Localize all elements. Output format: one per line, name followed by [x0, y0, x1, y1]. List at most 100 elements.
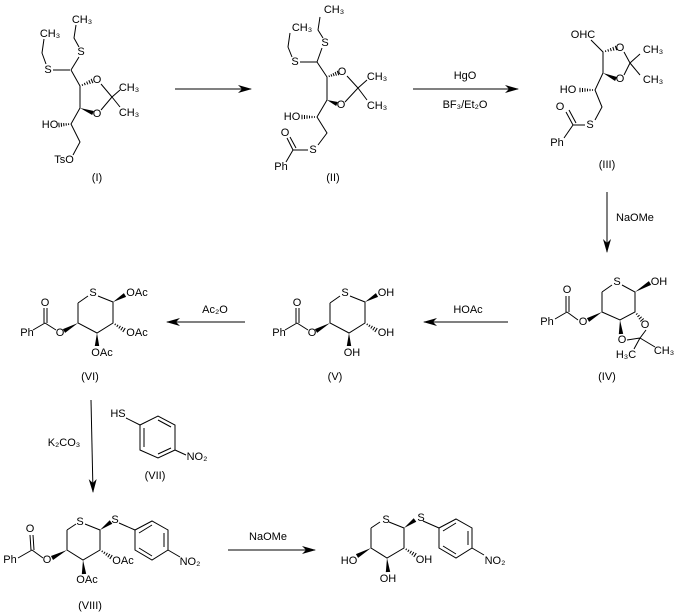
atom-label: HO: [42, 119, 59, 131]
compound-ii: CH₃ CH₃ S S O O CH₃ CH₃ HO S O Ph (II): [274, 4, 387, 184]
atom-label: O: [616, 73, 625, 85]
hashed-bond: [81, 78, 94, 86]
hash-stroke: [638, 316, 642, 320]
compound-label: (II): [326, 172, 339, 184]
compound-iii: OHC O O CH₃ CH₃ HO S O Ph (III): [550, 29, 663, 171]
reagent-label: K₂CO₃: [48, 437, 81, 449]
wedge-bond: [81, 560, 87, 575]
atom-label: CH₃: [643, 74, 663, 86]
hash-stroke: [118, 325, 121, 329]
hashed-bond: [635, 312, 645, 322]
compound-label: (IV): [598, 371, 616, 383]
hash-stroke: [413, 552, 417, 558]
reagent-label: NaOMe: [616, 212, 654, 224]
atom-label: S: [586, 119, 593, 131]
wedge-bond: [314, 323, 330, 333]
hash-stroke: [607, 49, 610, 52]
hash-stroke: [411, 551, 415, 556]
hash-stroke: [122, 327, 126, 333]
atom-label: O: [41, 297, 50, 309]
atom-label: O: [56, 327, 65, 339]
hash-stroke: [328, 75, 330, 78]
hash-stroke: [370, 325, 373, 329]
wedge-bond: [94, 333, 100, 346]
wedge-bond: [404, 518, 417, 528]
hash-stroke: [366, 323, 369, 326]
wedge-bond: [355, 548, 371, 558]
atom-label: S: [417, 512, 424, 524]
bonds: [41, 24, 121, 156]
atom-label: OH: [380, 573, 397, 585]
compound-label: (VII): [145, 470, 166, 482]
hash-stroke: [83, 82, 86, 86]
hash-stroke: [116, 324, 119, 328]
atom-label: CH₃: [367, 100, 387, 112]
atom-label: O: [43, 554, 52, 566]
atom-label: CH₃: [324, 4, 344, 16]
hash-stroke: [332, 72, 335, 77]
atom-label: O: [26, 523, 35, 535]
atom-label: NO₂: [187, 451, 208, 463]
compound-i: CH₃ CH₃ S S O O CH₃ CH₃ HO TsO (I): [40, 14, 139, 184]
bonds: [125, 415, 187, 459]
reaction-arrow-6: [88, 399, 97, 493]
atom-label: O: [563, 284, 572, 296]
reagent-label: BF₃/Et₂O: [443, 99, 488, 111]
bonds: [284, 295, 366, 334]
atom-label: CH₃: [654, 345, 674, 357]
compound-label: (VIII): [78, 600, 102, 612]
atom-label: OAc: [126, 327, 148, 339]
wedge-bond: [327, 100, 338, 107]
atom-label: Ph: [272, 327, 285, 339]
atom-label: OH: [416, 554, 433, 566]
hash-stroke: [101, 550, 104, 553]
compound-label: (III): [599, 159, 616, 171]
hash-stroke: [90, 78, 94, 84]
hash-stroke: [612, 46, 615, 51]
wedge-bond: [385, 558, 391, 573]
wedge-bond: [586, 312, 602, 322]
hash-stroke: [409, 550, 412, 554]
atom-label: O: [293, 297, 302, 309]
wedge-bond: [62, 323, 78, 333]
hash-stroke: [604, 50, 607, 53]
hashed-bond: [101, 550, 113, 560]
atom-label: CH₃: [40, 28, 60, 40]
reagent-label: Ac₂O: [202, 304, 228, 316]
atom-label: S: [613, 276, 620, 288]
atom-label: O: [93, 108, 102, 120]
compound-vi: S OAc OAc OAc O O Ph (VI): [20, 287, 148, 383]
atom-label: S: [111, 514, 118, 526]
hash-stroke: [103, 551, 106, 555]
atom-label: O: [93, 74, 102, 86]
atom-label: CH₃: [119, 82, 139, 94]
atom-label: OAc: [126, 287, 148, 299]
atom-label: OAc: [112, 555, 134, 567]
atom-label: HS: [110, 408, 125, 420]
hash-stroke: [368, 324, 371, 328]
hash-stroke: [336, 70, 340, 76]
hash-stroke: [105, 552, 108, 556]
bonds: [285, 16, 368, 163]
atom-label: OH: [378, 287, 395, 299]
hash-stroke: [407, 549, 410, 553]
bonds: [17, 520, 181, 561]
atom-label: O: [556, 101, 565, 113]
atom-label: S: [44, 64, 51, 76]
wedge-bond: [50, 550, 67, 560]
atom-label: S: [77, 46, 84, 58]
hash-stroke: [114, 323, 117, 326]
compound-iv: S OH O O CH₃ H₃C O O Ph (IV): [540, 276, 674, 383]
hash-stroke: [609, 47, 612, 52]
atom-label: Ph: [3, 554, 16, 566]
atom-label: HO: [560, 84, 577, 96]
atom-label: OH: [651, 276, 668, 288]
hashed-bond: [301, 114, 315, 120]
hash-stroke: [120, 326, 124, 331]
atom-label: Ph: [274, 161, 287, 173]
wedge-bond: [100, 520, 113, 530]
wedge-bond: [603, 73, 617, 81]
wedge-bond: [80, 108, 94, 116]
atom-label: H₃C: [616, 349, 636, 361]
